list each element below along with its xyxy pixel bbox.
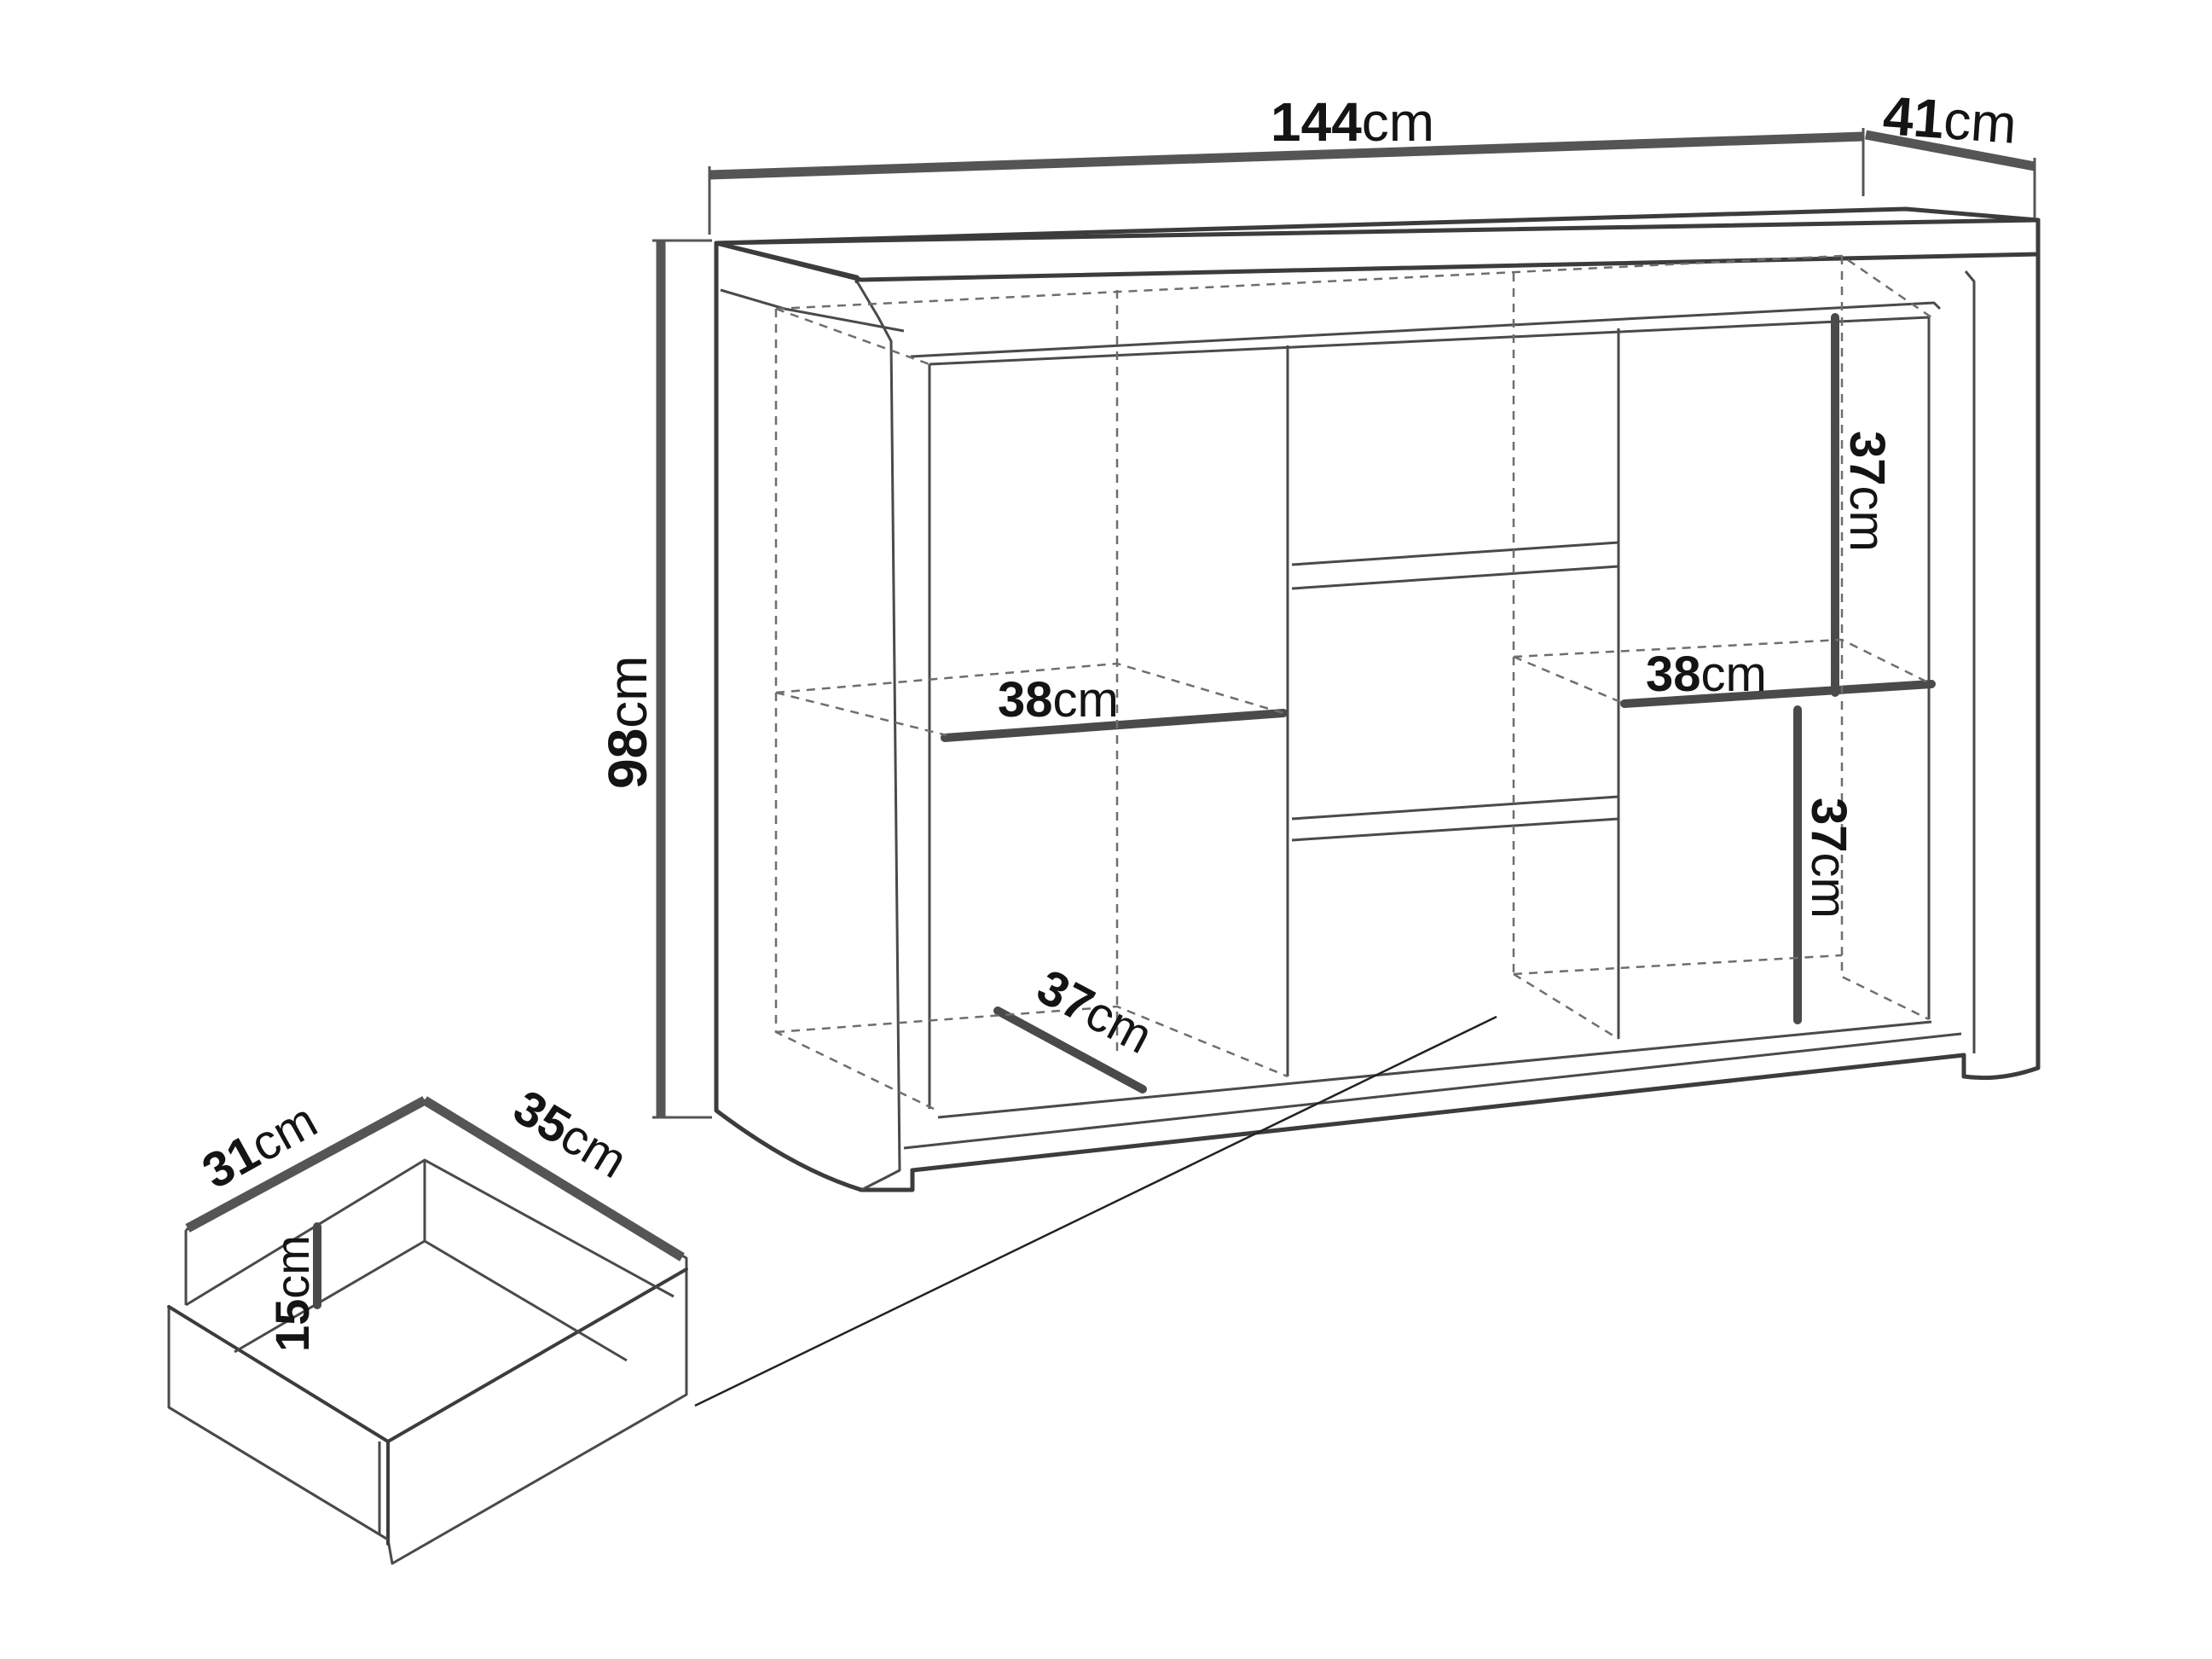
width-bar xyxy=(709,131,1864,180)
shelf-right-width-label: 38cm xyxy=(1646,647,1767,702)
hidden-left-shelf xyxy=(775,662,1284,737)
height-bar-ticks xyxy=(652,239,712,1119)
cabinet-left-inner xyxy=(720,288,905,333)
compartment-upper-height-label: 37cm xyxy=(1839,431,1895,552)
hidden-right-bottom xyxy=(1513,954,1843,1041)
dimension-labels: 144cm 41cm 98cm 38cm 38cm 37cm 37cm 37cm… xyxy=(194,84,2018,1352)
cabinet-top-back xyxy=(714,206,2041,246)
cabinet-top-side xyxy=(714,241,860,284)
depth-bar xyxy=(1864,130,2036,171)
shelf-left-width-label: 38cm xyxy=(998,672,1119,728)
drawer-inner-back xyxy=(423,1160,628,1362)
height-label: 98cm xyxy=(597,656,658,790)
compartment-lower-height-label: 37cm xyxy=(1801,798,1856,919)
drawer-height-label: 15cm xyxy=(265,1235,319,1352)
drawer-inner-left xyxy=(234,1239,426,1354)
width-label: 144cm xyxy=(1271,91,1434,153)
cabinet-base-front xyxy=(910,1053,1966,1173)
cabinet-right-side xyxy=(1961,218,2041,1081)
left-shelf-front xyxy=(941,709,1288,742)
drawer-bottom-edge xyxy=(168,1406,389,1541)
drawer-front-top xyxy=(167,1267,688,1443)
drawer-detail xyxy=(167,1096,688,1565)
drawer-leader-line xyxy=(694,1015,1497,1407)
shelf-depth-label: 37cm xyxy=(1028,959,1161,1064)
cabinet-base-top xyxy=(903,1032,1962,1150)
cabinet-body xyxy=(714,206,2041,1192)
right-shelf-front xyxy=(1620,680,1936,708)
drawer-divider-2 xyxy=(1291,795,1619,842)
inner-frame-bottom xyxy=(937,1020,1932,1119)
drawer-width-label: 35cm xyxy=(504,1079,636,1189)
drawer-depth-bar xyxy=(185,1096,427,1233)
hidden-left-top xyxy=(775,307,930,366)
drawer-depth-label: 31cm xyxy=(194,1093,327,1200)
drawer-width-bar xyxy=(422,1096,685,1262)
hidden-right-shelf xyxy=(1513,638,1932,705)
hidden-back-right xyxy=(1840,256,1930,1021)
depth-label: 41cm xyxy=(1881,84,2018,155)
hidden-left-bottom xyxy=(775,1005,1288,1078)
drawer-divider-1 xyxy=(1291,541,1619,590)
hidden-back-top xyxy=(775,254,1932,319)
hidden-left-back xyxy=(774,309,935,1111)
cabinet-left-front-edge xyxy=(855,281,901,1192)
cabinet-top-front xyxy=(714,218,2041,282)
cabinet-right-inner-edge xyxy=(1964,270,1976,1053)
overall-dimension-bars xyxy=(652,128,2036,1119)
inner-frame-top-2 xyxy=(929,316,1930,366)
width-bar-ticks xyxy=(708,128,1865,235)
cabinet-left-side xyxy=(714,241,915,1192)
inner-frame-top xyxy=(910,301,1942,358)
shelf-depth-bar xyxy=(993,1006,1147,1093)
hidden-lines xyxy=(774,254,1932,1111)
